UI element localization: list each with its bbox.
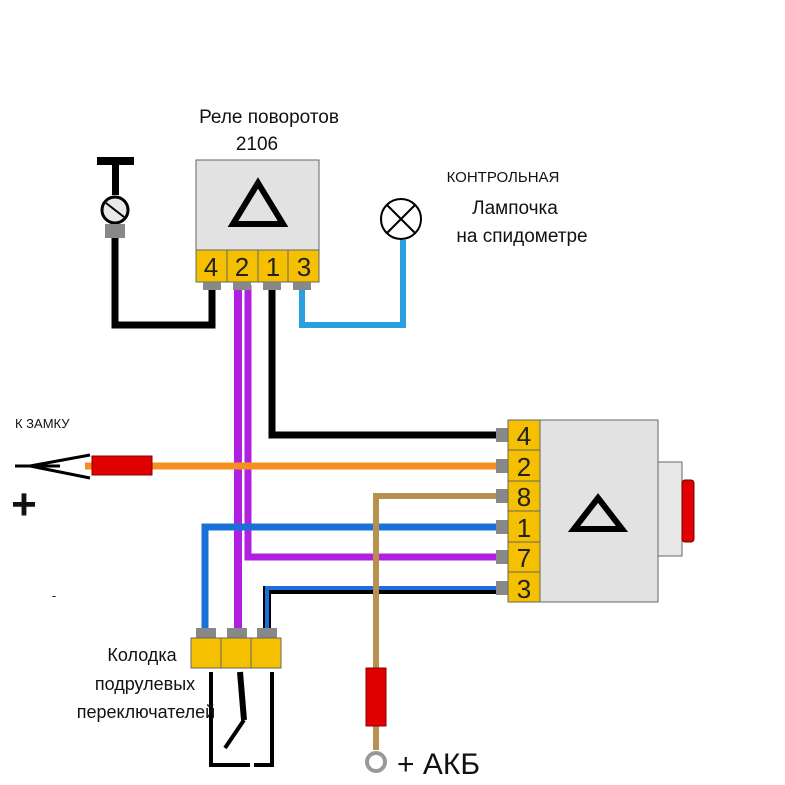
connector-label-line2: подрулевых: [95, 674, 195, 694]
ignition-label: К ЗАМКУ: [15, 416, 70, 431]
relay-2106: 4 2 1 3: [195, 159, 320, 290]
switch-pin-label: 4: [517, 421, 531, 451]
lamp-caption-line1: Лампочка: [472, 198, 558, 219]
hazard-switch: 4 2 8 1 7 3: [496, 419, 695, 604]
ground-icon: [97, 157, 134, 238]
hazard-triangle-icon: [567, 493, 629, 532]
relay-model: 2106: [236, 134, 278, 155]
relay-pin-label: 4: [204, 252, 218, 282]
fuse-battery: [365, 667, 387, 727]
switch-contact: [209, 672, 250, 767]
switch-pin-label: 3: [517, 574, 531, 604]
wire-black-ground: [111, 238, 216, 329]
battery-label: + АКБ: [397, 748, 480, 781]
switch-pin-label: 7: [517, 543, 531, 573]
relay-pin-label: 3: [297, 252, 311, 282]
wire-blueblack-pin3: [263, 586, 500, 632]
switch-pin-label: 2: [517, 452, 531, 482]
ring-terminal-icon: [365, 751, 387, 773]
switch-pin-label: 8: [517, 482, 531, 512]
wire-lightblue-lamp: [299, 240, 406, 328]
connector-label-line3: переключателей: [77, 702, 215, 722]
wire-tan-battery: [373, 493, 500, 750]
switch-contact: [237, 671, 247, 721]
lamp-cross-icon: [380, 198, 422, 240]
connector-label-line1: Колодка: [107, 645, 177, 665]
wire-black-pin1: [268, 285, 500, 439]
steering-connector: [190, 628, 282, 767]
minus-sign: -: [52, 588, 56, 603]
relay-pin-label: 2: [235, 252, 249, 282]
fuse-ignition: [91, 455, 153, 476]
wire-blueblack-pin3-stripe: [265, 586, 500, 632]
plus-sign: +: [11, 480, 37, 529]
relay-title: Реле поворотов: [199, 107, 339, 128]
switch-pin-label: 1: [517, 513, 531, 543]
fork-terminal-icon: [15, 453, 91, 480]
switch-contact: [223, 718, 246, 750]
lamp-caption-top: КОНТРОЛЬНАЯ: [447, 169, 560, 186]
switch-contact: [254, 672, 274, 767]
wire-purple-pin7: [244, 285, 500, 561]
relay-pin-label: 1: [266, 252, 280, 282]
wire-blue-pin1: [201, 523, 500, 632]
lamp-caption-line2: на спидометре: [456, 226, 587, 247]
hazard-triangle-icon: [227, 177, 289, 227]
